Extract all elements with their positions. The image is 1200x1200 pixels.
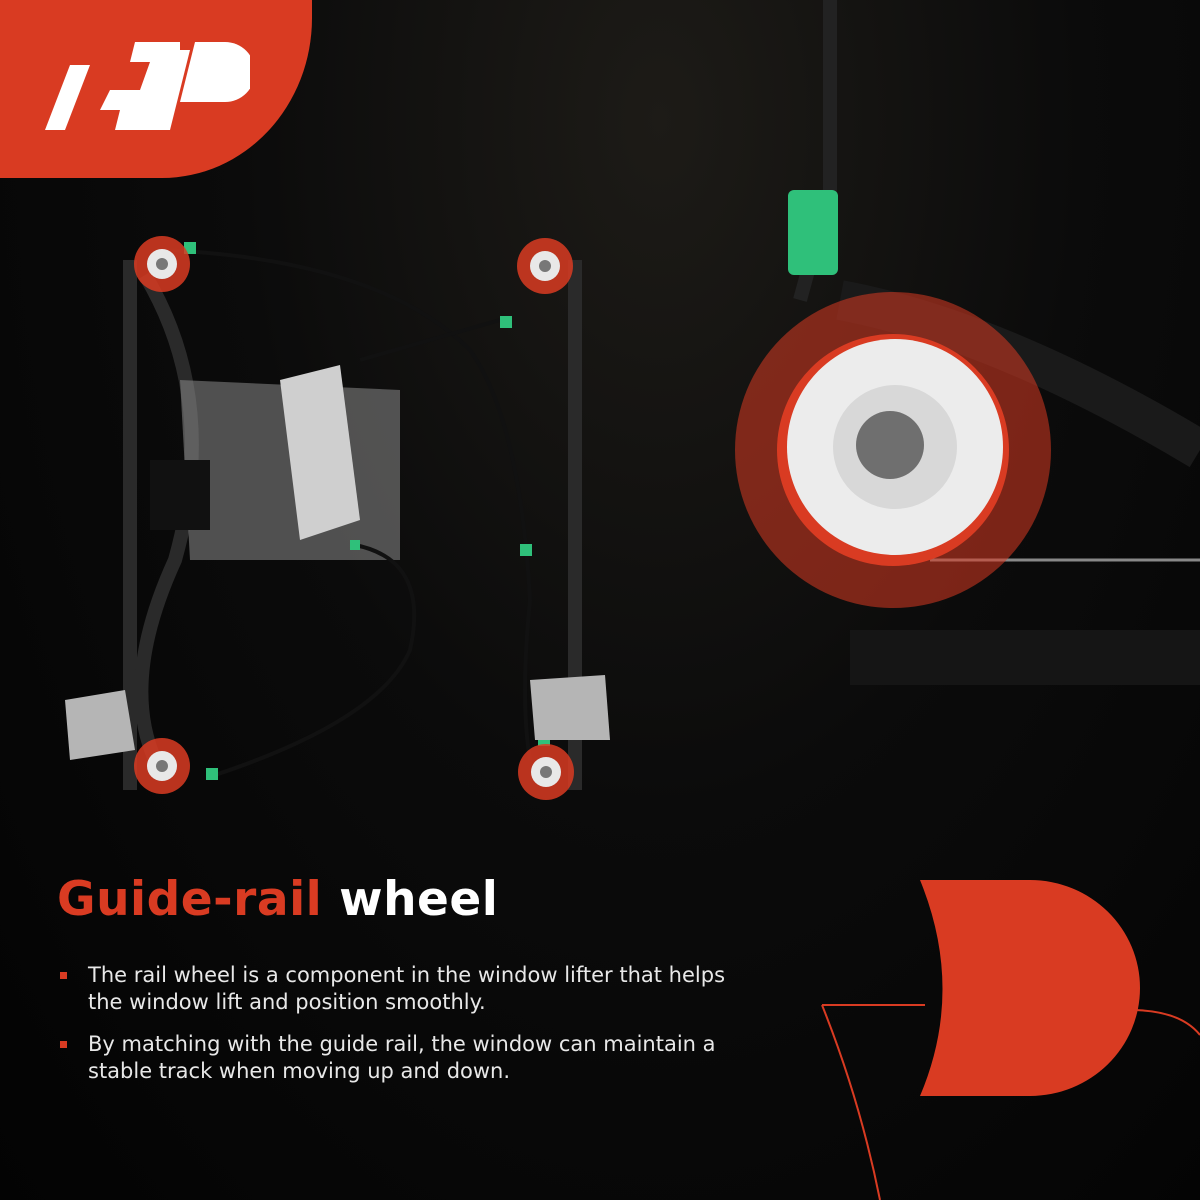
bullet-text: The rail wheel is a component in the win… bbox=[88, 963, 726, 1014]
headline: Guide-rail wheel bbox=[57, 872, 498, 927]
bullet-square-icon bbox=[60, 972, 67, 979]
bullet-item: By matching with the guide rail, the win… bbox=[58, 1031, 738, 1085]
bullet-square-icon bbox=[60, 1041, 67, 1048]
feature-bullets: The rail wheel is a component in the win… bbox=[58, 962, 738, 1100]
wheel-hub bbox=[856, 411, 924, 479]
bullet-text: By matching with the guide rail, the win… bbox=[88, 1032, 716, 1083]
decorative-d-shape bbox=[920, 880, 1140, 1096]
small-wheels bbox=[134, 236, 574, 800]
headline-plain: wheel bbox=[339, 872, 499, 927]
bullet-item: The rail wheel is a component in the win… bbox=[58, 962, 738, 1016]
brand-logo-icon bbox=[45, 42, 250, 130]
headline-accent: Guide-rail bbox=[57, 872, 323, 927]
